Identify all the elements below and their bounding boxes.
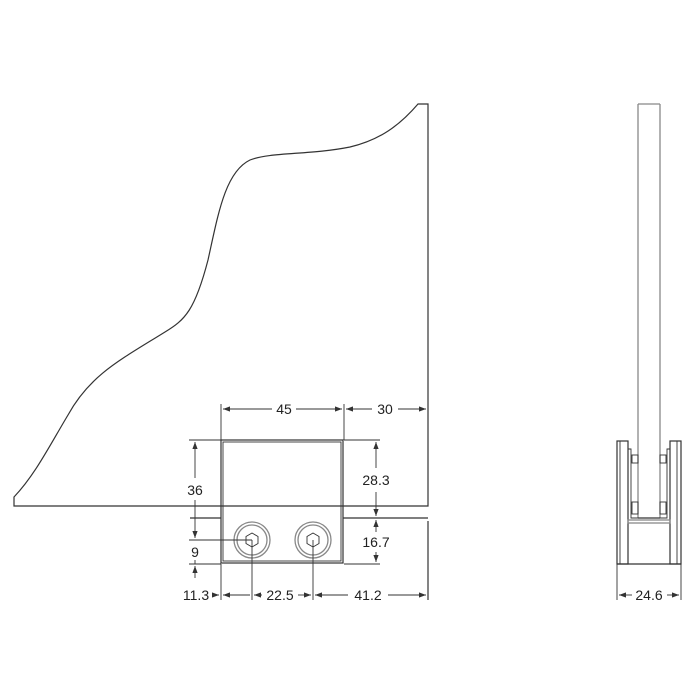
dim-top bbox=[220, 404, 426, 440]
clamp-body-side bbox=[616, 440, 682, 565]
dim-bolt-right-offset: 41.2 bbox=[354, 587, 381, 603]
dim-bolt-spacing: 22.5 bbox=[266, 587, 293, 603]
dim-bolt-left-offset: 11.3 bbox=[183, 587, 209, 603]
dim-offset-glass-edge: 30 bbox=[377, 401, 393, 417]
dim-right bbox=[344, 439, 380, 565]
glass-panel-front bbox=[13, 103, 429, 507]
dim-upper-height: 28.3 bbox=[362, 472, 389, 488]
dim-clamp-width: 45 bbox=[276, 401, 292, 417]
dim-clamp-depth: 24.6 bbox=[635, 587, 662, 603]
dim-clamp-height: 36 bbox=[187, 482, 203, 498]
dim-lower-height: 16.7 bbox=[362, 534, 389, 550]
glass-panel-side bbox=[637, 103, 661, 519]
dim-bolt-height: 9 bbox=[191, 544, 199, 560]
dim-left bbox=[189, 439, 252, 578]
clamp-body-front bbox=[220, 439, 344, 564]
dim-bottom bbox=[211, 540, 426, 600]
dim-side-depth bbox=[616, 564, 682, 600]
